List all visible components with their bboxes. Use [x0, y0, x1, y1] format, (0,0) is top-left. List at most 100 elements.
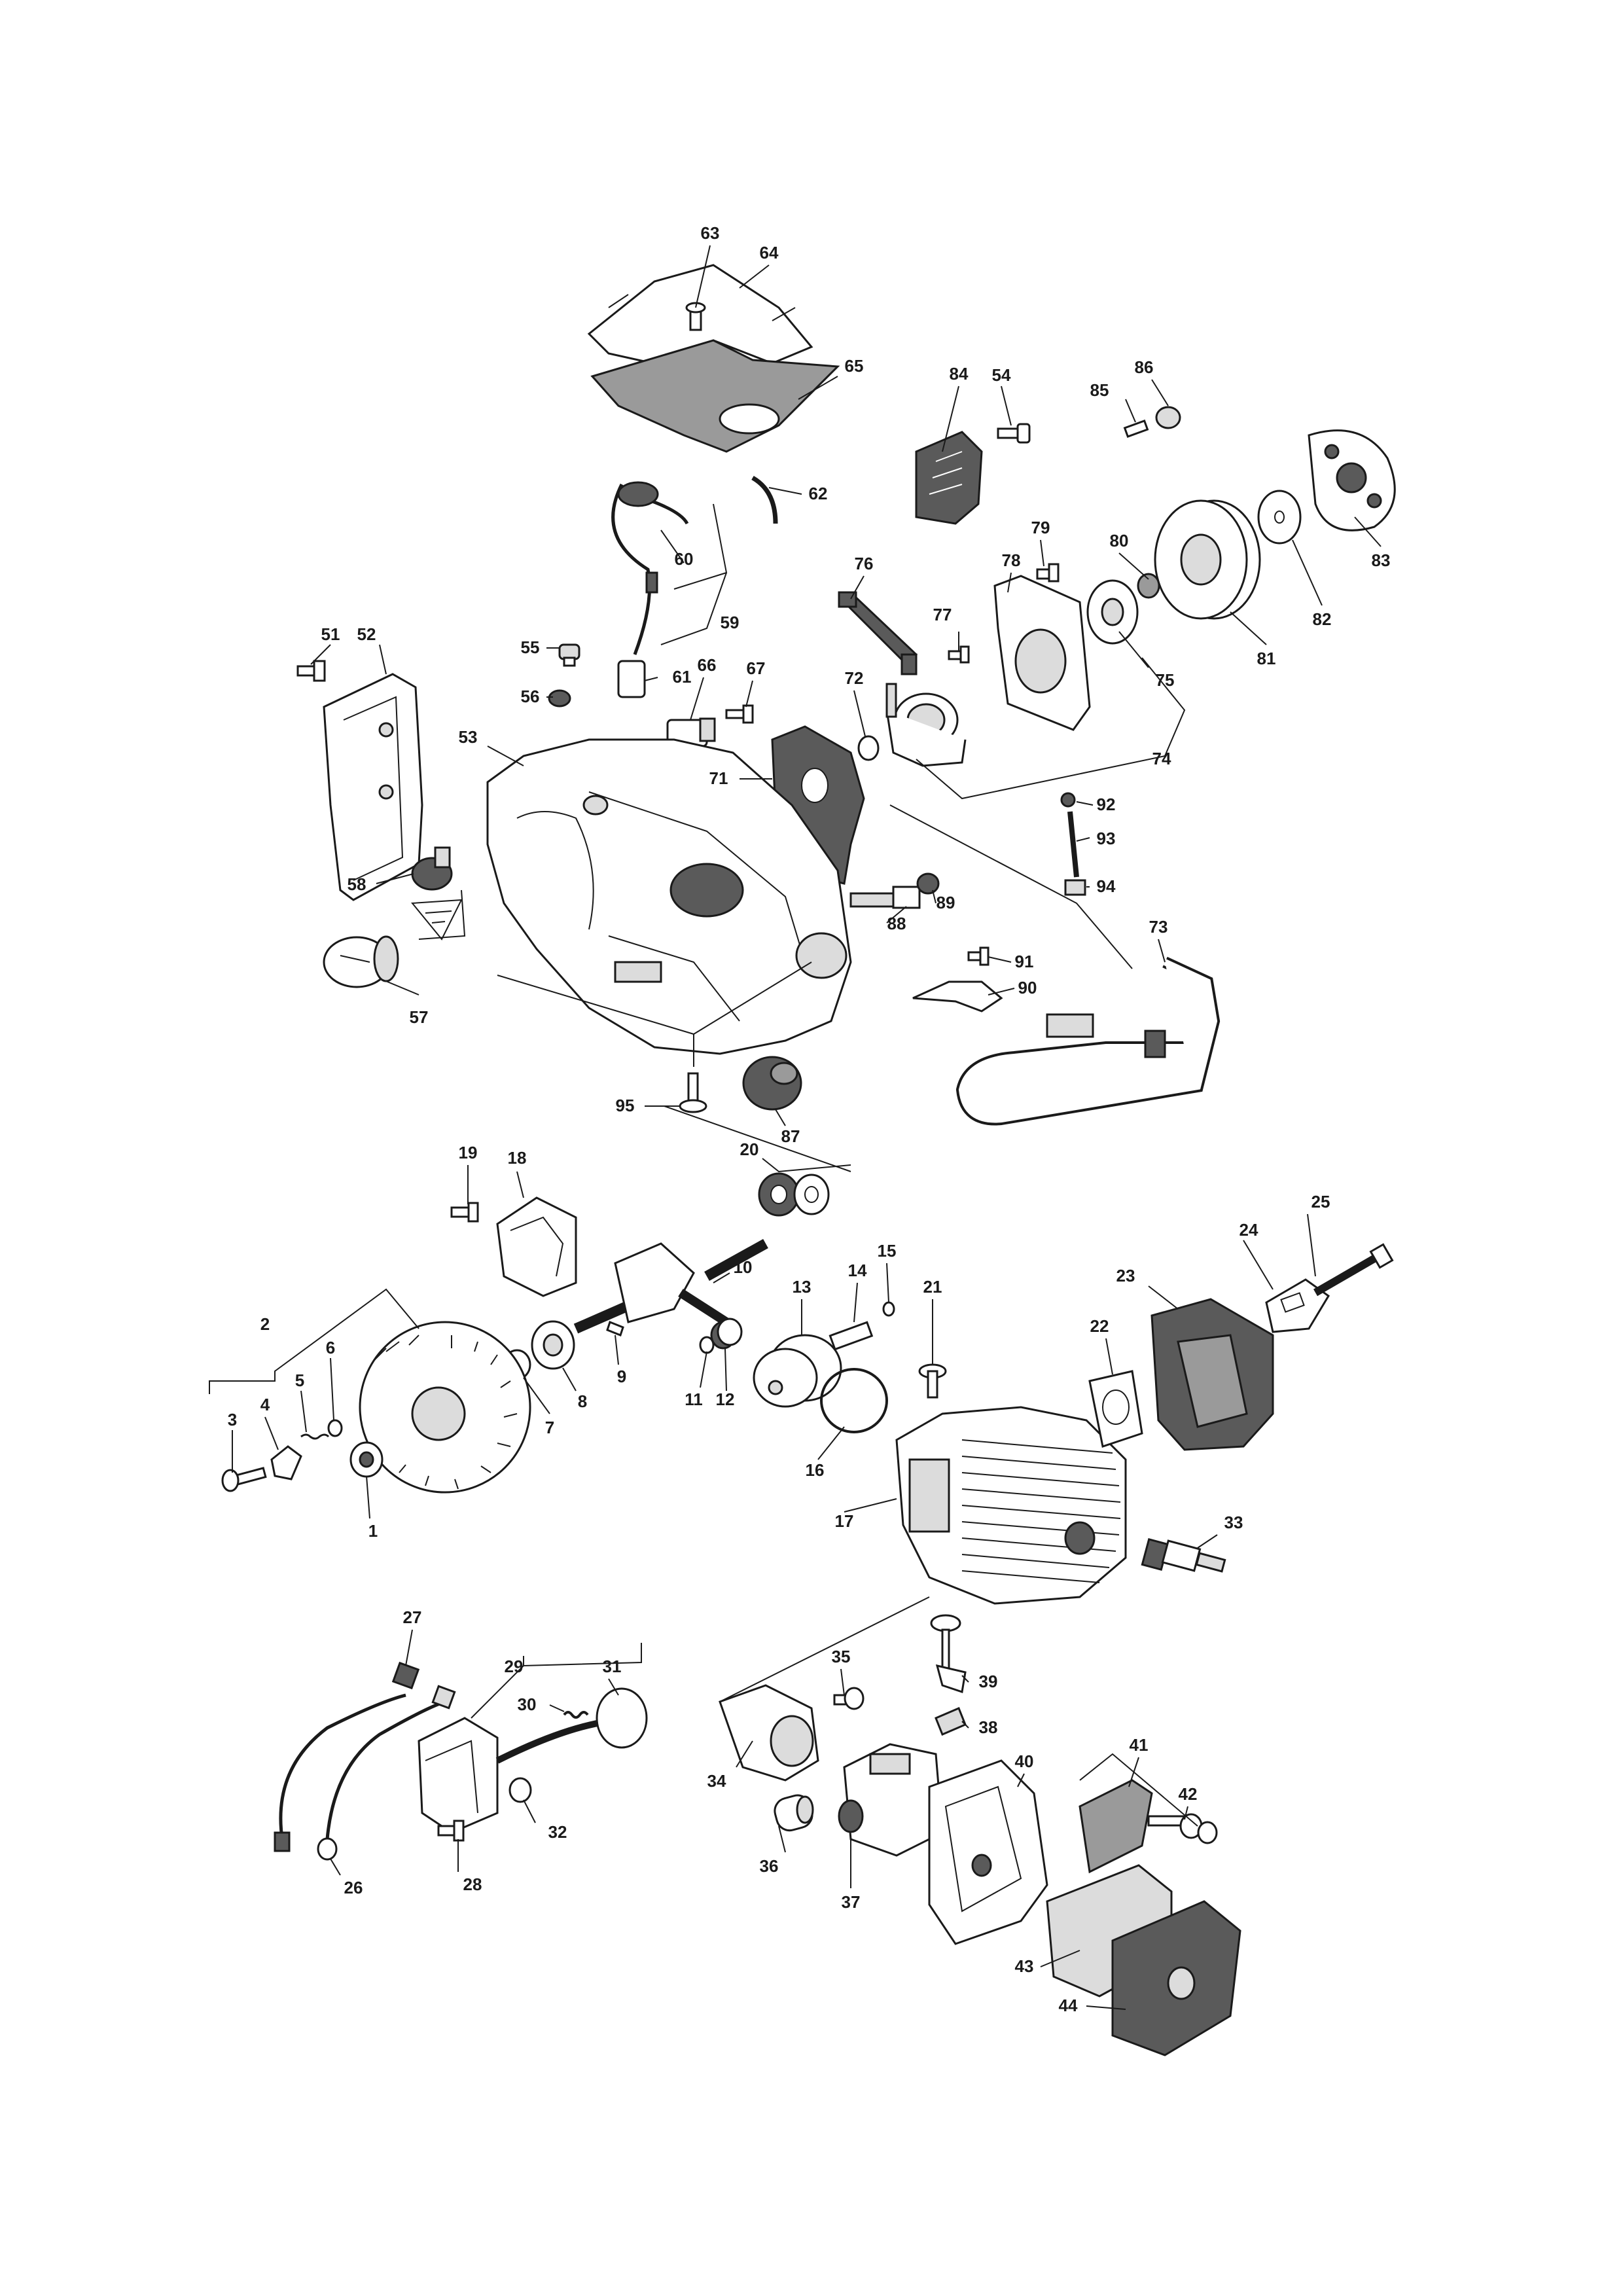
- callout-25: 25: [1311, 1192, 1330, 1211]
- callout-79: 79: [1031, 518, 1050, 537]
- pawl-4: [270, 1445, 302, 1480]
- callout-85: 85: [1090, 380, 1109, 400]
- callout-8: 8: [578, 1391, 587, 1411]
- bracket-41: [1079, 1779, 1153, 1874]
- callout-71: 71: [709, 768, 728, 788]
- callout-54: 54: [992, 365, 1011, 385]
- ring-16: [820, 1368, 888, 1433]
- callout-93: 93: [1097, 829, 1116, 848]
- oil-pump-74: [885, 683, 967, 767]
- screw-54: [997, 423, 1031, 444]
- callout-20: 20: [740, 1139, 759, 1159]
- callout-95: 95: [616, 1096, 635, 1115]
- callout-55: 55: [521, 637, 540, 657]
- callout-28: 28: [463, 1874, 482, 1894]
- callout-74: 74: [1152, 749, 1171, 768]
- callout-83: 83: [1372, 550, 1391, 570]
- callout-44: 44: [1059, 1996, 1078, 2015]
- callout-65: 65: [845, 356, 864, 376]
- callout-75: 75: [1156, 670, 1175, 690]
- screw-91: [967, 946, 990, 966]
- bearing-80: [1137, 573, 1160, 599]
- callout-42: 42: [1179, 1784, 1198, 1804]
- chain-guard-84: [915, 431, 983, 525]
- part-illustrations: [221, 264, 1396, 2056]
- callout-27: 27: [403, 1607, 422, 1627]
- callout-60: 60: [675, 549, 694, 569]
- o-ring-89: [916, 872, 940, 895]
- callout-58: 58: [348, 874, 366, 894]
- side-plate-52: [323, 673, 423, 901]
- callout-63: 63: [701, 223, 720, 243]
- callout-18: 18: [508, 1148, 527, 1168]
- screw-51: [296, 660, 326, 682]
- fitting-94: [1064, 879, 1086, 896]
- spark-plug-33: [1141, 1537, 1226, 1573]
- callout-52: 52: [357, 624, 376, 644]
- callout-56: 56: [521, 687, 540, 706]
- screw-21: [918, 1363, 947, 1399]
- nut-1: [349, 1441, 383, 1478]
- clip-15: [882, 1301, 895, 1317]
- callout-90: 90: [1018, 978, 1037, 997]
- callout-3: 3: [228, 1410, 237, 1429]
- callout-9: 9: [617, 1367, 626, 1386]
- callout-73: 73: [1149, 917, 1168, 937]
- spring-5: [300, 1433, 330, 1440]
- muffler-23: [1150, 1298, 1274, 1451]
- cylinder-17: [895, 1406, 1127, 1605]
- callout-92: 92: [1097, 795, 1116, 814]
- piston-13: [753, 1334, 842, 1408]
- callout-41: 41: [1130, 1735, 1149, 1755]
- callout-91: 91: [1015, 952, 1034, 971]
- callout-59: 59: [721, 613, 740, 632]
- screw-67: [725, 704, 754, 724]
- grommet-56: [548, 689, 571, 708]
- clutch-83: [1308, 429, 1396, 531]
- callout-38: 38: [979, 1717, 998, 1737]
- washer-6: [327, 1419, 343, 1437]
- plate-71: [771, 725, 865, 885]
- bolt-88: [849, 886, 921, 909]
- callout-6: 6: [326, 1338, 335, 1357]
- callout-23: 23: [1116, 1266, 1135, 1285]
- choke-lever-39: [930, 1614, 967, 1693]
- callout-36: 36: [760, 1856, 779, 1876]
- callout-30: 30: [518, 1695, 537, 1714]
- callout-57: 57: [410, 1007, 429, 1027]
- sleeve-36: [774, 1794, 814, 1832]
- callout-7: 7: [545, 1418, 554, 1437]
- callout-81: 81: [1257, 649, 1276, 668]
- crankshaft-10: [573, 1239, 768, 1334]
- callout-14: 14: [848, 1261, 867, 1280]
- handle-73: [955, 956, 1221, 1126]
- callout-29: 29: [505, 1657, 524, 1676]
- callout-64: 64: [760, 243, 779, 262]
- screw-35: [833, 1687, 865, 1710]
- cap-86: [1155, 406, 1181, 429]
- hose-93: [1067, 811, 1079, 878]
- gasket-65: [590, 339, 840, 453]
- callout-12: 12: [716, 1390, 735, 1409]
- button-55: [558, 643, 580, 667]
- crankcase-half-18: [496, 1196, 577, 1297]
- flywheel-2: [359, 1321, 531, 1494]
- part-callouts: 1 2 3 4 5 6 7 8 9 10 11 12 13 14 15 16 1…: [228, 223, 1391, 2015]
- callout-4: 4: [260, 1395, 270, 1414]
- callout-11: 11: [685, 1390, 703, 1409]
- callout-80: 80: [1110, 531, 1129, 550]
- gasket-22: [1088, 1370, 1143, 1448]
- lever-76: [838, 591, 918, 675]
- callout-19: 19: [459, 1143, 478, 1162]
- sprocket-75: [1086, 579, 1139, 645]
- callout-77: 77: [933, 605, 952, 624]
- callout-24: 24: [1240, 1220, 1258, 1240]
- callout-40: 40: [1015, 1751, 1034, 1771]
- callout-66: 66: [698, 655, 717, 675]
- callout-32: 32: [548, 1822, 567, 1842]
- bracket-90: [912, 980, 1003, 1013]
- callout-22: 22: [1090, 1316, 1109, 1336]
- bearing-20: [758, 1172, 830, 1217]
- callout-82: 82: [1313, 609, 1332, 629]
